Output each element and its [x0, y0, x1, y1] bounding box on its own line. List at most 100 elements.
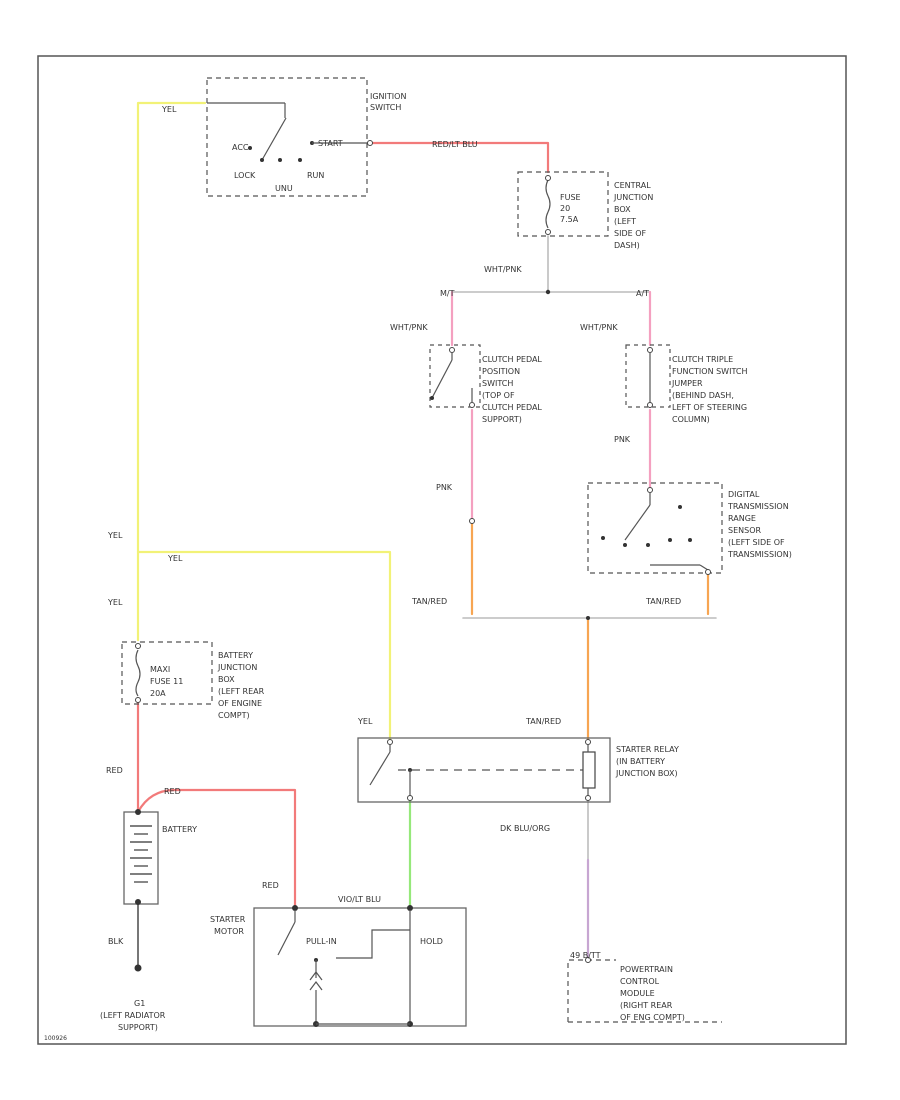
starter-relay: STARTER RELAY (IN BATTERY JUNCTION BOX) [357, 737, 679, 803]
trs-label-2: TRANSMISSION [727, 502, 789, 511]
bjb-label-3: BOX [218, 675, 235, 684]
jumper-label-6: COLUMN) [672, 415, 710, 424]
wire-label-mt: M/T [440, 289, 455, 298]
maxi-fuse-line-2: FUSE 11 [150, 677, 183, 686]
wire-label-wht-pnk-main: WHT/PNK [484, 265, 522, 274]
starter-motor-label-1: STARTER [210, 915, 246, 924]
jumper-label-3: JUMPER [671, 379, 703, 388]
wire-label-pnk-at: PNK [614, 435, 631, 444]
clutch-pedal-position-switch: CLUTCH PEDAL POSITION SWITCH (TOP OF CLU… [429, 344, 542, 424]
bjb-label-6: COMPT) [218, 711, 250, 720]
powertrain-control-module: 49 B/TT POWERTRAIN CONTROL MODULE (RIGHT… [567, 951, 722, 1023]
pcm-pin-label: 49 B/TT [570, 951, 601, 960]
wire-label-yel-left-2: YEL [107, 598, 123, 607]
wire-yel-relay-branch [136, 550, 392, 742]
connector-mt-lower [469, 518, 475, 524]
central-junction-fuse: FUSE 20 7.5A CENTRAL JUNCTION BOX (LEFT … [517, 171, 653, 250]
pull-in-label: PULL-IN [306, 937, 337, 946]
ground-label-3: SUPPORT) [118, 1023, 158, 1032]
central-junction-label-4: (LEFT [614, 217, 636, 226]
jumper-label-2: FUNCTION SWITCH [672, 367, 747, 376]
wire-label-vio-lt-blu: VIO/LT BLU [338, 895, 381, 904]
wire-label-red-2: RED [164, 787, 181, 796]
central-junction-label-6: DASH) [614, 241, 640, 250]
maxi-fuse-line-1: MAXI [150, 665, 170, 674]
central-junction-label-1: CENTRAL [614, 181, 651, 190]
transmission-range-sensor: DIGITAL TRANSMISSION RANGE SENSOR (LEFT … [587, 482, 792, 575]
footer-code: 100926 [44, 1035, 67, 1042]
starter-motor: PULL-IN HOLD STARTER MOTOR [210, 905, 467, 1027]
ign-pos-run: RUN [307, 171, 324, 180]
wire-label-tan-red-at: TAN/RED [645, 597, 681, 606]
trs-label-3: RANGE [728, 514, 756, 523]
trs-label-5: (LEFT SIDE OF [728, 538, 785, 547]
bjb-label-2: JUNCTION [217, 663, 257, 672]
trs-label-4: SENSOR [728, 526, 761, 535]
wire-red-lt-blu [368, 141, 550, 174]
relay-label-1: STARTER RELAY [616, 745, 679, 754]
wire-label-red-blu: RED/LT BLU [432, 140, 478, 149]
fuse-cjb-line-3: 7.5A [560, 215, 579, 224]
splice-tan-red [586, 616, 590, 620]
wire-label-yel-branch: YEL [167, 554, 183, 563]
wire-label-wht-pnk-at: WHT/PNK [580, 323, 618, 332]
fuse-cjb-line-2: 20 [560, 204, 570, 213]
battery-label: BATTERY [162, 825, 197, 834]
wire-label-tan-red-mt: TAN/RED [411, 597, 447, 606]
clutch-triple-function-jumper: CLUTCH TRIPLE FUNCTION SWITCH JUMPER (BE… [625, 344, 747, 424]
pcm-label-5: OF ENG COMPT) [620, 1013, 685, 1022]
pcm-label-4: (RIGHT REAR [620, 1001, 673, 1010]
ground-label-1: G1 [134, 999, 145, 1008]
wire-label-yel-top: YEL [161, 105, 177, 114]
wire-label-blk: BLK [108, 937, 124, 946]
battery: BATTERY [123, 809, 197, 905]
hold-label: HOLD [420, 937, 443, 946]
wire-label-dk-blu-org: DK BLU/ORG [500, 824, 550, 833]
central-junction-label-3: BOX [614, 205, 631, 214]
diagram-frame [37, 55, 847, 1045]
clutch-switch-label-1: CLUTCH PEDAL [482, 355, 542, 364]
jumper-label-5: LEFT OF STEERING [672, 403, 747, 412]
bjb-label-5: OF ENGINE [218, 699, 262, 708]
clutch-switch-label-4: (TOP OF [482, 391, 515, 400]
wire-label-yel-relay: YEL [357, 717, 373, 726]
wire-yel-ignition-feed [136, 101, 207, 642]
maxi-fuse-line-3: 20A [150, 689, 166, 698]
splice-wht-pnk [545, 289, 551, 295]
relay-label-2: (IN BATTERY [616, 757, 665, 766]
ign-pos-start: START [318, 139, 343, 148]
wire-label-red-3: RED [262, 881, 279, 890]
battery-junction-box: MAXI FUSE 11 20A BATTERY JUNCTION BOX (L… [121, 641, 265, 720]
central-junction-label-5: SIDE OF [614, 229, 646, 238]
fuse-cjb-line-1: FUSE [560, 193, 581, 202]
jumper-label-4: (BEHIND DASH, [672, 391, 734, 400]
pcm-label-3: MODULE [620, 989, 655, 998]
ign-pos-unused: UNU [275, 184, 293, 193]
wire-label-red-1: RED [106, 766, 123, 775]
clutch-switch-label-5: CLUTCH PEDAL [482, 403, 542, 412]
wire-label-yel-left-1: YEL [107, 531, 123, 540]
ign-pos-acc: ACC [232, 143, 249, 152]
trs-label-1: DIGITAL [728, 490, 760, 499]
ground-label-2: (LEFT RADIATOR [100, 1011, 166, 1020]
wire-red-starter [136, 788, 297, 910]
ign-pos-lock: LOCK [234, 171, 256, 180]
clutch-switch-label-2: POSITION [482, 367, 520, 376]
bjb-label-1: BATTERY [218, 651, 253, 660]
ignition-switch-label-1: IGNITION [370, 92, 406, 101]
wire-labels: YEL RED/LT BLU WHT/PNK M/T A/T WHT/PNK W… [106, 105, 681, 946]
bjb-label-4: (LEFT REAR [218, 687, 265, 696]
pcm-label-1: POWERTRAIN [620, 965, 673, 974]
wires [136, 101, 717, 967]
jumper-label-1: CLUTCH TRIPLE [672, 355, 733, 364]
clutch-switch-label-3: SWITCH [482, 379, 513, 388]
clutch-switch-label-6: SUPPORT) [482, 415, 522, 424]
starter-motor-label-2: MOTOR [214, 927, 244, 936]
wire-label-tan-red-relay: TAN/RED [525, 717, 561, 726]
trs-label-6: TRANSMISSION) [727, 550, 792, 559]
wire-label-pnk-mt: PNK [436, 483, 453, 492]
relay-label-3: JUNCTION BOX) [615, 769, 678, 778]
wire-label-wht-pnk-mt: WHT/PNK [390, 323, 428, 332]
central-junction-label-2: JUNCTION [613, 193, 653, 202]
